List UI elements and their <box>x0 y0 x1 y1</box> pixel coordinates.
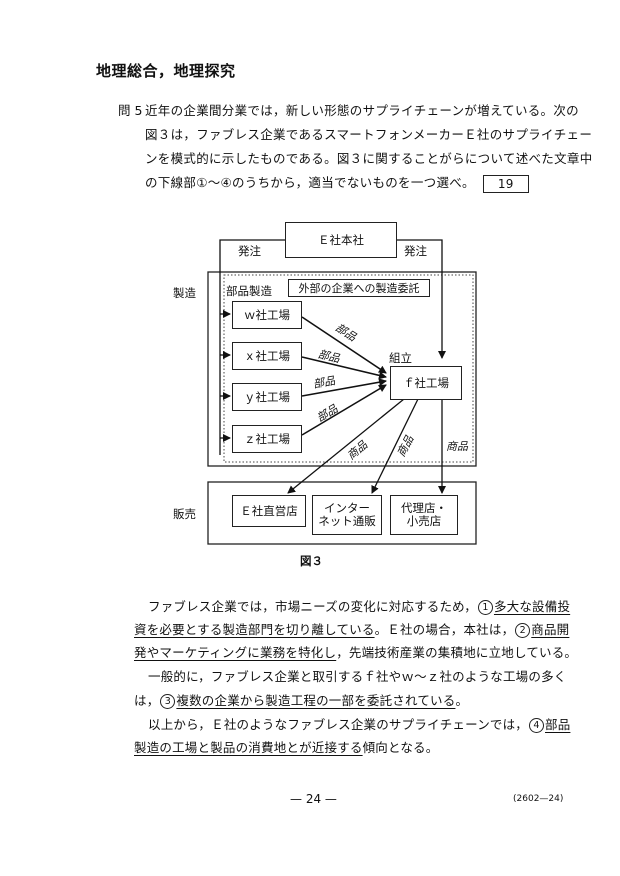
parts-arrow-z <box>301 384 387 436</box>
store-direct-box: Ｅ社直営店 <box>232 495 306 527</box>
underline-marker-4: 4 <box>529 718 545 733</box>
order-label-left: 発注 <box>238 244 261 258</box>
factory-z-box: ｚ社工場 <box>232 425 302 453</box>
goods-arrow-online <box>371 398 419 494</box>
parts-arrow-y <box>301 378 387 397</box>
underline-4-part-a: 部品 <box>545 717 571 732</box>
goods-arrow-direct <box>287 398 405 494</box>
passage-line-7: 製造の工場と製品の消費地とが近接する傾向となる。 <box>134 740 439 755</box>
passage-line-4: 一般的に，ファブレス企業と取引するｆ社やｗ～ｚ社のような工場の多く <box>148 669 567 684</box>
page-code: (2602—24) <box>513 794 564 804</box>
figure-caption: 図３ <box>300 554 323 568</box>
goods-label-3: 商品 <box>446 440 468 453</box>
supply-chain-diagram: Ｅ社本社 発注 発注 製造 販売 部品製造 外部の企業への製造委託 ｗ社工場 ｘ… <box>170 212 500 552</box>
section-title: 地理総合，地理探究 <box>96 62 236 80</box>
parts-manufacturing-label: 部品製造 <box>226 284 272 298</box>
order-line-left <box>219 239 285 455</box>
outsourcing-frame <box>223 274 474 463</box>
order-line-right <box>395 239 446 359</box>
underline-1-part-b: 資を必要とする製造部門を切り離している <box>134 622 375 637</box>
factory-x-box: ｘ社工場 <box>232 342 302 370</box>
manufacturing-frame <box>207 271 477 467</box>
diagram-lines <box>207 239 477 545</box>
question-line-3: ンを模式的に示したものである。図３に関することがらについて述べた文章中 <box>145 151 593 166</box>
question-line-4-text: の下線部①～④のうちから，適当でないものを一つ選べ。 <box>145 175 475 190</box>
underline-marker-1: 1 <box>477 600 493 615</box>
underline-2-part-a: 商品開 <box>531 622 570 637</box>
store-online-box: インター ネット通販 <box>312 495 382 535</box>
question-line-1: 近年の企業間分業では，新しい形態のサプライチェーンが増えている。次の <box>145 103 579 118</box>
underline-2-part-b: 発やマーケティングに業務を特化し <box>134 645 337 660</box>
sales-frame <box>207 481 477 545</box>
question-line-4: の下線部①～④のうちから，適当でないものを一つ選べ。 19 <box>145 172 529 193</box>
page-number: — 24 — <box>290 792 337 806</box>
underline-3: 複数の企業から製造工程の一部を委託されている <box>176 693 456 708</box>
underline-1-part-a: 多大な設備投 <box>493 599 571 614</box>
outsourcing-label: 外部の企業への製造委託 <box>288 279 430 297</box>
answer-box[interactable]: 19 <box>482 174 529 193</box>
question-number: 問 5 <box>118 103 143 118</box>
parts-arrow-x <box>301 356 387 380</box>
row-label-manufacturing: 製造 <box>173 286 196 300</box>
passage-line-3: 発やマーケティングに業務を特化し，先端技術産業の集積地に立地している。 <box>134 645 578 660</box>
factory-y-box: ｙ社工場 <box>232 383 302 411</box>
order-label-right: 発注 <box>404 244 427 258</box>
factory-w-box: ｗ社工場 <box>232 301 302 329</box>
assembly-label: 組立 <box>389 351 412 365</box>
hq-box: Ｅ社本社 <box>285 222 397 258</box>
question-line-2: 図３は，ファブレス企業であるスマートフォンメーカーＥ社のサプライチェー <box>145 127 593 142</box>
underline-marker-3: 3 <box>160 694 176 709</box>
underline-marker-2: 2 <box>515 623 531 638</box>
store-agent-box: 代理店・ 小売店 <box>390 495 458 535</box>
row-label-sales: 販売 <box>173 507 196 521</box>
parts-arrow-w <box>301 316 387 374</box>
f-factory-box: ｆ社工場 <box>390 366 462 400</box>
underline-4-part-b: 製造の工場と製品の消費地とが近接する <box>134 740 363 755</box>
